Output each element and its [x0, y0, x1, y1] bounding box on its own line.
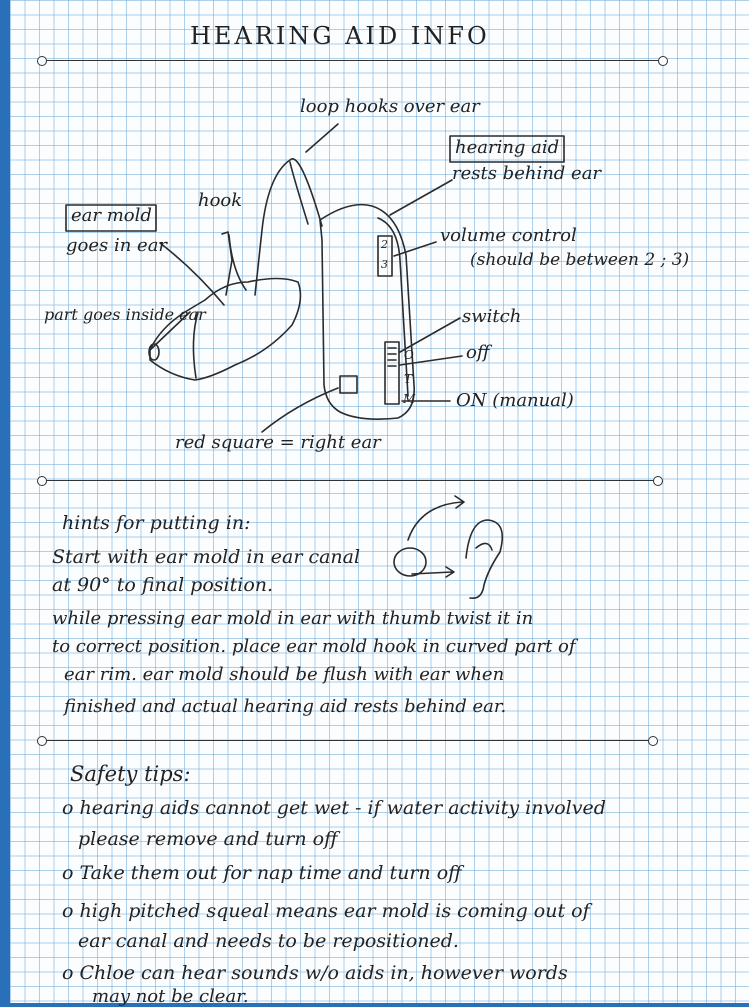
rests-label: rests behind ear [452, 163, 601, 184]
hook-label: hook [198, 190, 242, 211]
switch-pos-m: M [403, 392, 415, 406]
safety-heading: Safety tips: [70, 762, 191, 786]
loop [255, 159, 322, 295]
safety-line-1: o hearing aids cannot get wet - if water… [62, 797, 606, 819]
on-label: ON (manual) [456, 390, 574, 411]
safety-line-5: ear canal and needs to be repositioned. [78, 930, 459, 952]
goes-in-ear-label: goes in ear [66, 235, 167, 256]
off-label: off [466, 342, 490, 363]
volume-label: volume control [440, 225, 577, 246]
safety-line-4: o high pitched squeal means ear mold is … [62, 900, 590, 922]
hearing-aid-label: hearing aid [455, 137, 559, 158]
switch-pos-o: O [404, 348, 414, 362]
hints-heading: hints for putting in: [62, 512, 250, 534]
switch-pos-t: T [404, 372, 412, 386]
safety-line-3: o Take them out for nap time and turn of… [62, 862, 462, 884]
safety-line-2: please remove and turn off [78, 828, 338, 850]
part-inside-label: part goes inside ear [44, 305, 206, 324]
ear-sketch-icon [466, 520, 502, 598]
switch-label: switch [462, 306, 521, 327]
hints-line-6: finished and actual hearing aid rests be… [64, 696, 506, 717]
hints-line-3: while pressing ear mold in ear with thum… [52, 608, 533, 629]
hints-line-4: to correct position. place ear mold hook… [52, 636, 576, 657]
volume-note: (should be between 2 ; 3) [470, 250, 689, 270]
hints-line-1: Start with ear mold in ear canal [52, 546, 360, 568]
safety-line-6: o Chloe can hear sounds w/o aids in, how… [62, 962, 568, 984]
hints-line-5: ear rim. ear mold should be flush with e… [64, 664, 504, 685]
safety-line-7: may not be clear. [92, 986, 249, 1007]
hints-line-2: at 90° to final position. [52, 574, 273, 596]
dial-mark-3: 3 [381, 258, 388, 271]
switch-icon [385, 342, 399, 404]
ear-mold-label: ear mold [71, 205, 152, 226]
red-square-label: red square = right ear [175, 432, 381, 453]
dial-mark-2: 2 [381, 238, 388, 251]
hearing-aid-body [320, 205, 414, 420]
red-square-icon [340, 376, 357, 393]
loop-label: loop hooks over ear [300, 96, 480, 117]
